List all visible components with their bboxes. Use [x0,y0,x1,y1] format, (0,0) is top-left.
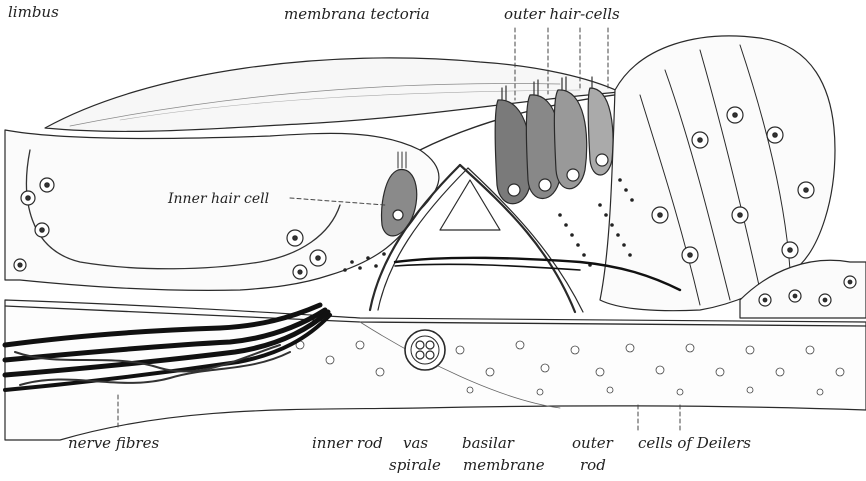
basilar-membrane [5,300,866,440]
label-inner-hair-cell: Inner hair cell [168,192,269,206]
vas-spirale [405,330,445,370]
label-limbus: limbus [8,5,59,20]
label-vas: vas [403,436,428,451]
label-outer-hair-cells: outer hair-cells [504,7,620,22]
label-inner-rod: inner rod [312,436,383,451]
label-membrane: membrane [463,458,545,473]
label-rod: rod [580,458,606,473]
label-outer: outer [572,436,613,451]
label-basilar: basilar [462,436,514,451]
label-nerve-fibres: nerve fibres [68,436,159,451]
label-membrana-tectoria: membrana tectoria [284,7,430,22]
label-cells-of-deilers: cells of Deilers [638,436,751,451]
label-spirale: spirale [389,458,441,473]
